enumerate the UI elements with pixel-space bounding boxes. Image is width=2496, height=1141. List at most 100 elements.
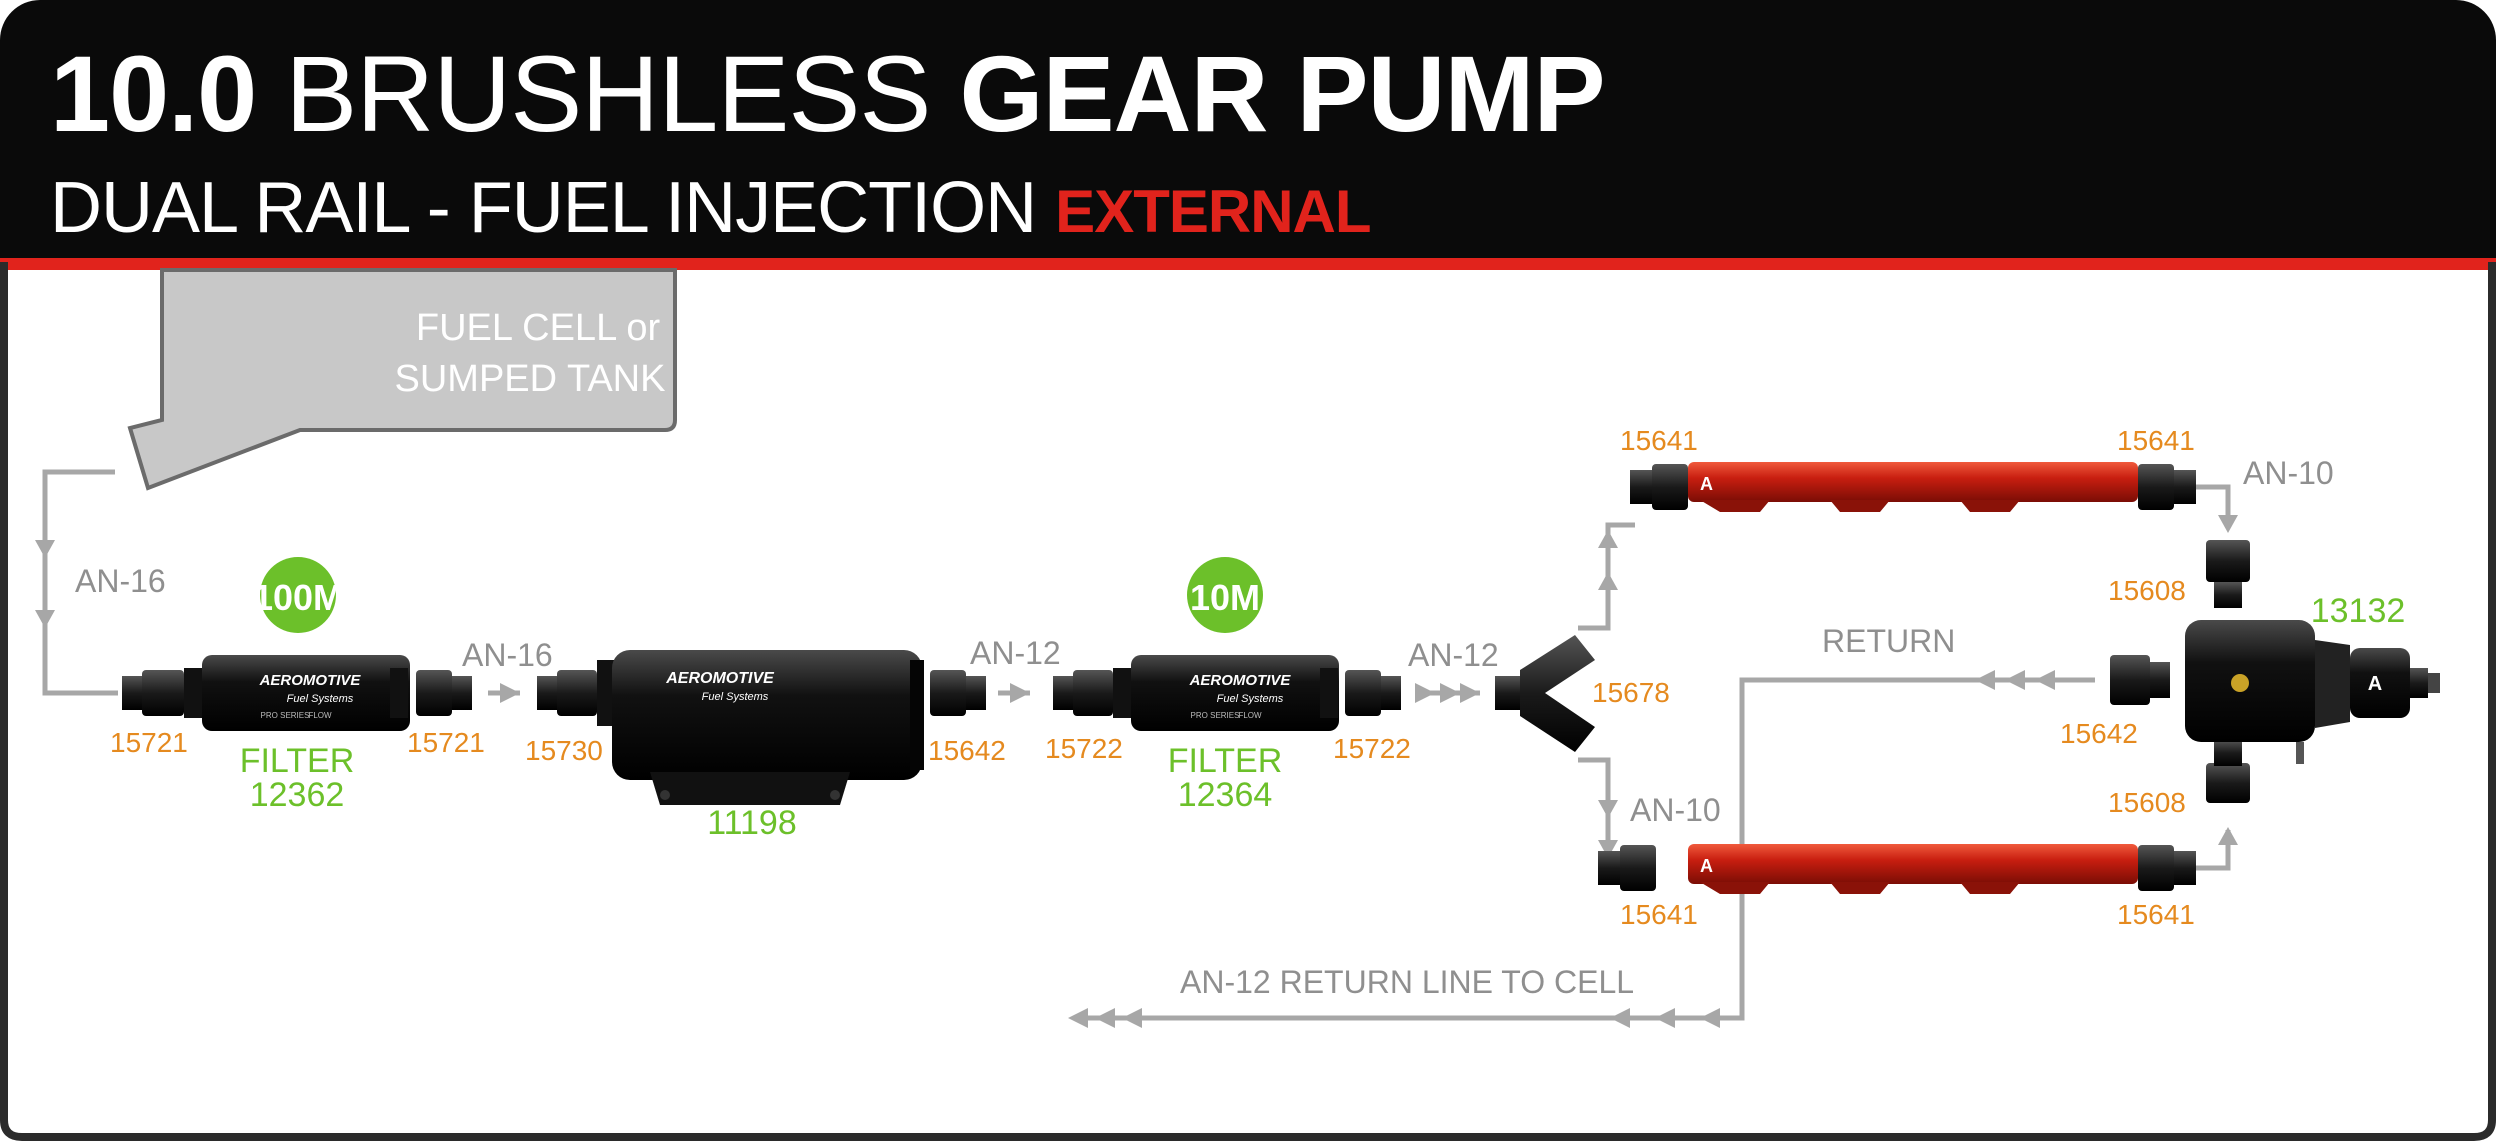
arrow-left-9 [1122, 1008, 1142, 1028]
filter2-label: FILTER [1168, 742, 1283, 780]
filter1-series: PRO SERIES [261, 711, 310, 720]
fitting-15730 [537, 670, 597, 716]
fitting-15722-b [1345, 670, 1401, 716]
pump-brand-sub: Fuel Systems [702, 691, 769, 703]
line-rail-bottom-regulator [2195, 830, 2231, 871]
filter2-badge-text: 10M [1190, 577, 1260, 618]
filter1-badge-text: 100M [253, 577, 343, 618]
filter-12364: AEROMOTIVE Fuel Systems PRO SERIES FLOW [1113, 655, 1339, 731]
title-light: BRUSHLESS [285, 33, 931, 154]
fuel-rail-bottom: A [1598, 844, 2196, 894]
label-an10-top: AN-10 [2243, 455, 2334, 491]
subtitle-accent: EXTERNAL [1055, 178, 1371, 245]
filter1-brand-sub: Fuel Systems [287, 693, 354, 705]
fitting-15722-a [1053, 670, 1113, 716]
filter2-flow: FLOW [1238, 711, 1262, 720]
tank-label-line1: FUEL CELL or [416, 307, 661, 349]
filter1-label: FILTER [240, 742, 355, 780]
outer-border [0, 262, 2496, 1141]
arrow-up-1 [1598, 530, 1618, 548]
title-bold: GEAR PUMP [959, 33, 1605, 154]
regulator-13132: A [2110, 540, 2440, 803]
label-an16-tank: AN-16 [75, 563, 166, 599]
arrow-down-3 [1598, 800, 1618, 818]
fuel-rail-top: A [1630, 462, 2196, 512]
page-subtitle: DUAL RAIL - FUEL INJECTION EXTERNAL [50, 172, 1372, 245]
partno-15608-bottom: 15608 [2108, 787, 2186, 818]
pump-number: 11198 [707, 804, 797, 842]
partno-15641-top-left: 15641 [1620, 425, 1698, 456]
label-an12-y: AN-12 [1408, 637, 1499, 673]
regulator-number: 13132 [2311, 592, 2406, 630]
label-an16-pump: AN-16 [462, 637, 553, 673]
filter1-number: 12362 [250, 776, 345, 814]
partno-15721-b: 15721 [407, 727, 485, 758]
arrow-right-4 [1440, 683, 1460, 703]
arrow-left-4 [1700, 1008, 1720, 1028]
arrow-right-5 [1460, 683, 1480, 703]
regulator-logo-icon: A [2368, 673, 2382, 695]
rail-top-logo-icon: A [1700, 474, 1713, 494]
arrow-left-2 [2005, 670, 2025, 690]
header-accent-stripe [0, 258, 2496, 270]
label-an10-bottom: AN-10 [1630, 792, 1721, 828]
label-an12-filter: AN-12 [970, 635, 1061, 671]
partno-15642-b: 15642 [2060, 718, 2138, 749]
component-labels: FILTER 12362 11198 FILTER 12364 13132 [240, 592, 2406, 842]
arrow-up-2 [1598, 572, 1618, 590]
tank-label-line2: SUMPED TANK [395, 358, 666, 400]
partno-15722-a: 15722 [1045, 733, 1123, 764]
partno-15678: 15678 [1592, 677, 1670, 708]
filter2-number: 12364 [1178, 776, 1273, 814]
filter2-series: PRO SERIES [1191, 711, 1240, 720]
arrow-left-7 [1068, 1008, 1088, 1028]
filter2-logo: AEROMOTIVE [1189, 672, 1292, 689]
arrow-down-4 [1598, 840, 1618, 858]
arrow-right-2 [1010, 683, 1030, 703]
partno-15722-b: 15722 [1333, 733, 1411, 764]
subtitle-text: DUAL RAIL - FUEL INJECTION [50, 168, 1037, 248]
line-labels: AN-16 AN-16 AN-12 AN-12 AN-10 AN-10 RETU… [75, 455, 2334, 1000]
arrow-down-2 [35, 610, 55, 628]
flow-arrows [35, 515, 2238, 1028]
filter2-brand-sub: Fuel Systems [1217, 693, 1284, 705]
arrow-left-6 [1610, 1008, 1630, 1028]
fitting-15721-b [416, 670, 472, 716]
pump-logo: AEROMOTIVE [665, 670, 775, 687]
fuel-cell-tank: FUEL CELL or SUMPED TANK [127, 268, 677, 491]
part-numbers: 15721 15721 15730 15642 15722 15722 1567… [110, 425, 2195, 930]
pump-11198: AEROMOTIVE Fuel Systems [597, 650, 924, 805]
arrow-right-1 [500, 683, 520, 703]
partno-15641-bottom-left: 15641 [1620, 899, 1698, 930]
fitting-15721-a [122, 670, 184, 716]
arrow-left-5 [1655, 1008, 1675, 1028]
filter-12362: AEROMOTIVE Fuel Systems PRO SERIES FLOW [184, 655, 410, 731]
filter1-flow: FLOW [308, 711, 332, 720]
filter1-rating-badge: 100M [253, 557, 343, 633]
y-block-15678 [1495, 635, 1595, 752]
arrow-left-8 [1095, 1008, 1115, 1028]
page-title: 10.0 BRUSHLESS GEAR PUMP [50, 40, 1606, 148]
filter2-rating-badge: 10M [1187, 557, 1263, 633]
line-rail-top-regulator [2195, 484, 2231, 525]
title-number: 10.0 [50, 33, 257, 154]
partno-15730: 15730 [525, 735, 603, 766]
supply-line-tank [42, 469, 118, 696]
partno-15641-top-right: 15641 [2117, 425, 2195, 456]
rail-bottom-logo-icon: A [1700, 856, 1713, 876]
arrow-left-1 [1975, 670, 1995, 690]
partno-15721-a: 15721 [110, 727, 188, 758]
filter1-logo: AEROMOTIVE [259, 672, 362, 689]
fuel-lines [42, 469, 2231, 1021]
arrow-left-3 [2035, 670, 2055, 690]
label-return-to-cell: AN-12 RETURN LINE TO CELL [1180, 964, 1634, 1000]
header-bar [0, 0, 2496, 258]
arrow-right-3 [1415, 683, 1435, 703]
arrow-down-reg [2218, 515, 2238, 533]
arrow-down-1 [35, 540, 55, 558]
fitting-15642-a [930, 670, 986, 716]
arrow-up-reg [2218, 827, 2238, 845]
label-return: RETURN [1822, 623, 1955, 659]
